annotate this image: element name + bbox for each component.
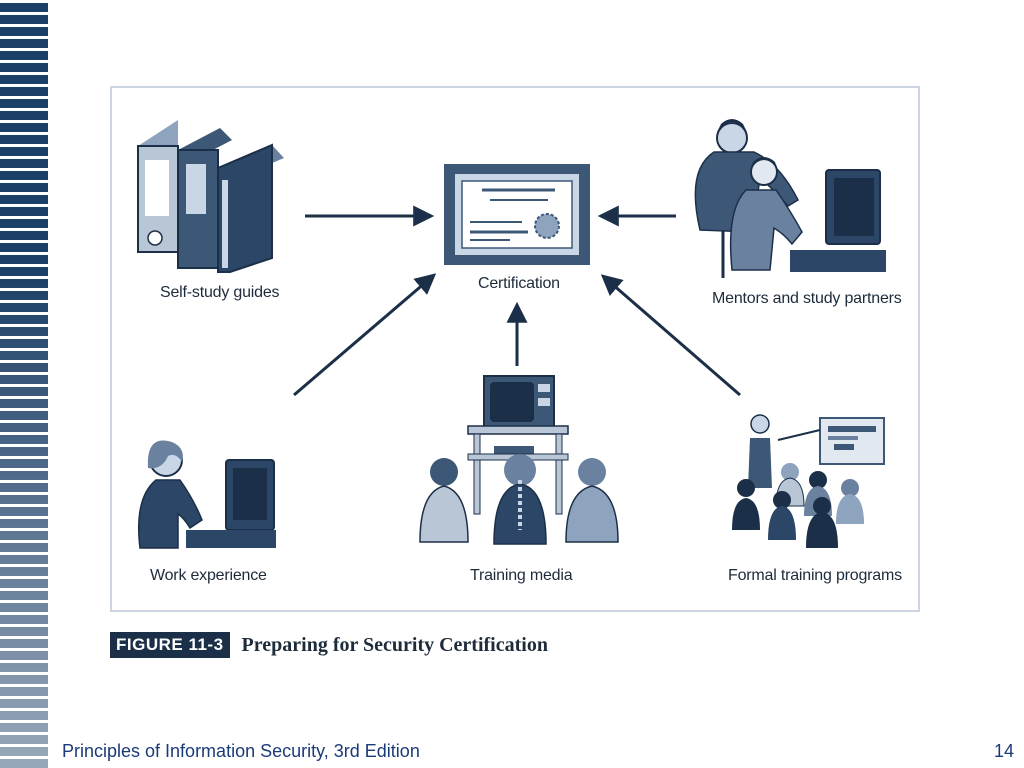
label-training-media: Training media <box>470 567 573 584</box>
arrow-work <box>293 273 437 397</box>
figure-caption: FIGURE 11-3 Preparing for Security Certi… <box>110 630 548 660</box>
figure-title: Preparing for Security Certification <box>241 633 548 656</box>
worker-computer-icon <box>137 440 276 549</box>
arrow-formal <box>600 274 741 397</box>
classroom-tv-icon <box>419 375 619 545</box>
label-work-experience: Work experience <box>150 567 267 584</box>
figure-number: FIGURE 11-3 <box>110 632 230 658</box>
mentor-people-icon <box>694 119 886 278</box>
label-self-study-guides: Self-study guides <box>160 284 280 301</box>
label-certification: Certification <box>478 275 560 292</box>
page-number: 14 <box>993 741 1014 761</box>
side-stripe-decoration <box>0 0 48 768</box>
binder-books-icon <box>137 120 284 273</box>
certificate-icon <box>444 164 590 265</box>
label-mentors: Mentors and study partners <box>712 290 902 307</box>
footer-book-title: Principles of Information Security, 3rd … <box>62 741 420 761</box>
presentation-class-icon <box>732 414 885 548</box>
label-formal-training: Formal training programs <box>728 567 902 584</box>
